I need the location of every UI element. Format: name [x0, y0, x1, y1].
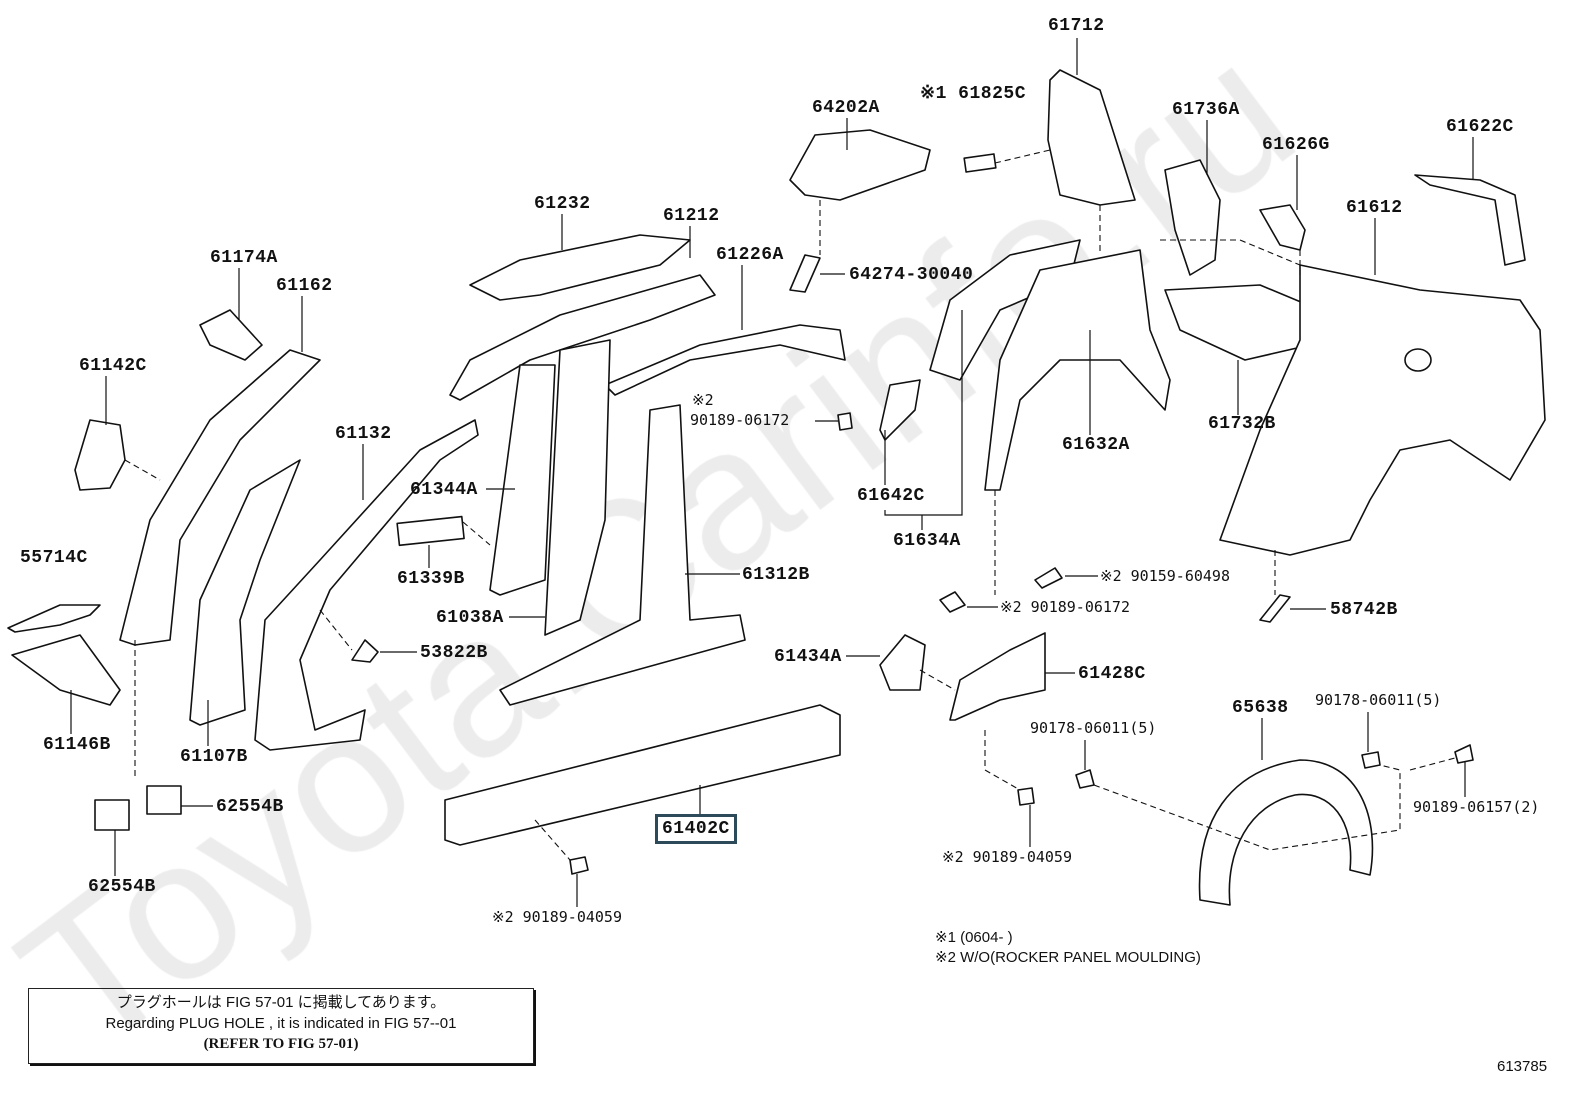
part-61212	[449, 274, 716, 401]
part-61312b	[499, 404, 746, 706]
part-90189-04059-clip-b	[1017, 787, 1035, 806]
part-label-61632a[interactable]: 61632A	[1062, 435, 1130, 455]
part-label-61634a[interactable]: 61634A	[893, 531, 961, 551]
part-61232	[469, 234, 691, 301]
note-japanese: プラグホールは FIG 57-01 に掲載してあります。	[116, 994, 446, 1011]
part-90178-06011-nut-a	[1361, 751, 1381, 769]
part-label-55714c[interactable]: 55714C	[20, 548, 88, 568]
part-label-61402c-highlighted[interactable]: 61402C	[655, 814, 737, 844]
note-english: Regarding PLUG HOLE , it is indicated in…	[105, 1015, 457, 1032]
part-64202a	[789, 129, 931, 201]
part-label-58742b[interactable]: 58742B	[1330, 600, 1398, 620]
footnote-1: ※1 (0604- )	[935, 929, 1013, 946]
part-61162	[119, 349, 321, 646]
figure-id: 613785	[1497, 1058, 1548, 1075]
part-label-61428c[interactable]: 61428C	[1078, 664, 1146, 684]
part-label-61612[interactable]: 61612	[1346, 198, 1403, 218]
part-61402c	[444, 704, 841, 846]
part-61642c	[879, 379, 921, 441]
part-61622c	[1414, 174, 1526, 266]
part-61107b	[189, 459, 301, 726]
part-label-61142c[interactable]: 61142C	[79, 356, 147, 376]
part-label-61825c[interactable]: ※1 61825C	[920, 84, 1026, 104]
part-label-90189-06172-b[interactable]: ※2 90189-06172	[1000, 598, 1130, 616]
part-label-90189-06172[interactable]: 90189-06172	[690, 411, 790, 429]
note-mark-2: ※2	[692, 391, 714, 409]
part-label-53822b[interactable]: 53822B	[420, 643, 488, 663]
part-61174a	[199, 309, 263, 361]
part-61626g	[1259, 204, 1306, 251]
part-label-61038a[interactable]: 61038A	[436, 608, 504, 628]
part-label-61107b[interactable]: 61107B	[180, 747, 248, 767]
part-label-62554b-lower[interactable]: 62554B	[88, 877, 156, 897]
part-61736a	[1164, 159, 1221, 276]
part-61339b	[396, 515, 465, 547]
part-61038a	[544, 339, 611, 636]
part-61146b	[11, 634, 121, 706]
part-label-61226a[interactable]: 61226A	[716, 245, 784, 265]
part-label-61312b[interactable]: 61312B	[742, 565, 810, 585]
part-label-65638[interactable]: 65638	[1232, 698, 1289, 718]
part-label-62554b[interactable]: 62554B	[216, 797, 284, 817]
part-label-90189-06157[interactable]: 90189-06157(2)	[1413, 798, 1540, 816]
part-62554b-lower	[94, 799, 130, 831]
part-label-61736a[interactable]: 61736A	[1172, 100, 1240, 120]
part-90189-04059-clip-a	[569, 856, 589, 875]
part-label-61642c[interactable]: 61642C	[857, 486, 925, 506]
part-58742b	[1259, 594, 1291, 623]
part-61428c	[949, 632, 1046, 721]
part-90189-06172-clip-b	[939, 591, 966, 613]
part-label-61712[interactable]: 61712	[1048, 16, 1105, 36]
note-refer-link[interactable]: (REFER TO FIG 57-01)	[203, 1036, 359, 1052]
footnote-2: ※2 W/O(ROCKER PANEL MOULDING)	[935, 949, 1201, 966]
part-61434a	[879, 634, 926, 691]
part-label-61232[interactable]: 61232	[534, 194, 591, 214]
part-label-90178-06011-a[interactable]: 90178-06011(5)	[1315, 691, 1442, 709]
part-55714c	[7, 604, 101, 633]
part-90178-06011-nut-b	[1075, 769, 1095, 789]
part-label-61732b[interactable]: 61732B	[1208, 414, 1276, 434]
part-label-90189-04059-b[interactable]: ※2 90189-04059	[942, 848, 1072, 866]
part-53822b	[351, 639, 379, 663]
part-label-90178-06011-b[interactable]: 90178-06011(5)	[1030, 719, 1157, 737]
part-62554b-upper	[146, 785, 182, 815]
part-90159-60498-bolt	[1034, 567, 1063, 589]
part-label-61339b[interactable]: 61339B	[397, 569, 465, 589]
part-61632a	[984, 249, 1171, 491]
part-61712	[1047, 69, 1136, 206]
part-61142c	[74, 419, 126, 491]
part-label-61344a[interactable]: 61344A	[410, 480, 478, 500]
part-label-61162[interactable]: 61162	[276, 276, 333, 296]
part-label-61174a[interactable]: 61174A	[210, 248, 278, 268]
fuel-lid-opening	[1404, 348, 1432, 372]
part-label-61212[interactable]: 61212	[663, 206, 720, 226]
part-label-64274-30040[interactable]: 64274-30040	[849, 265, 974, 285]
part-label-61146b[interactable]: 61146B	[43, 735, 111, 755]
part-61226a	[604, 324, 846, 396]
part-61612	[1219, 264, 1546, 556]
part-label-90189-04059-a[interactable]: ※2 90189-04059	[492, 908, 622, 926]
part-61344a	[489, 364, 556, 596]
part-64274-30040	[789, 254, 821, 293]
part-label-61132[interactable]: 61132	[335, 424, 392, 444]
part-label-61626g[interactable]: 61626G	[1262, 135, 1330, 155]
plug-hole-note: プラグホールは FIG 57-01 に掲載してあります。 Regarding P…	[28, 988, 534, 1064]
part-65638	[1198, 759, 1374, 906]
part-label-90159-60498[interactable]: ※2 90159-60498	[1100, 567, 1230, 585]
part-label-61622c[interactable]: 61622C	[1446, 117, 1514, 137]
part-61132	[254, 419, 479, 751]
part-61825c	[963, 153, 997, 173]
part-label-64202a[interactable]: 64202A	[812, 98, 880, 118]
part-90189-06172-clip	[837, 412, 853, 431]
part-label-61434a[interactable]: 61434A	[774, 647, 842, 667]
part-90189-06157-clip	[1454, 744, 1474, 764]
